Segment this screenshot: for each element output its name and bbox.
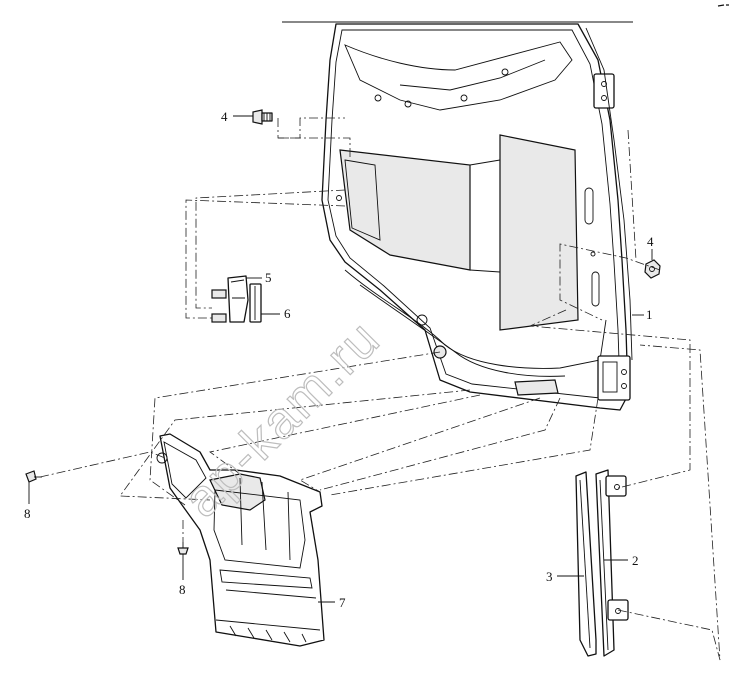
callout-7: 7 [339, 595, 346, 610]
callout-8-left: 8 [24, 506, 31, 521]
seal-strip-part-3 [575, 471, 597, 657]
callout-6: 6 [284, 306, 291, 321]
callout-3: 3 [546, 569, 553, 584]
screw-part-8-lower [177, 542, 189, 555]
lower-panel-part-7 [156, 433, 325, 647]
callout-4-nut: 4 [647, 234, 654, 249]
latch-part-5 [211, 275, 249, 323]
callout-1: 1 [646, 307, 653, 322]
leader-lines [28, 115, 653, 603]
callout-2: 2 [632, 553, 639, 568]
bolt-part-4-upper [252, 109, 273, 125]
guide-rail-part-2 [595, 469, 629, 657]
callout-4-bolt: 4 [221, 109, 228, 124]
screw-part-8-left [25, 470, 42, 483]
corner-mark [717, 4, 729, 7]
bracket-part-6 [249, 283, 262, 323]
door-panel-part-1 [321, 23, 633, 411]
callout-5: 5 [265, 270, 272, 285]
callout-8-lower: 8 [179, 582, 186, 597]
assembly-lines [39, 117, 721, 661]
nut-part-4-right [644, 259, 661, 279]
